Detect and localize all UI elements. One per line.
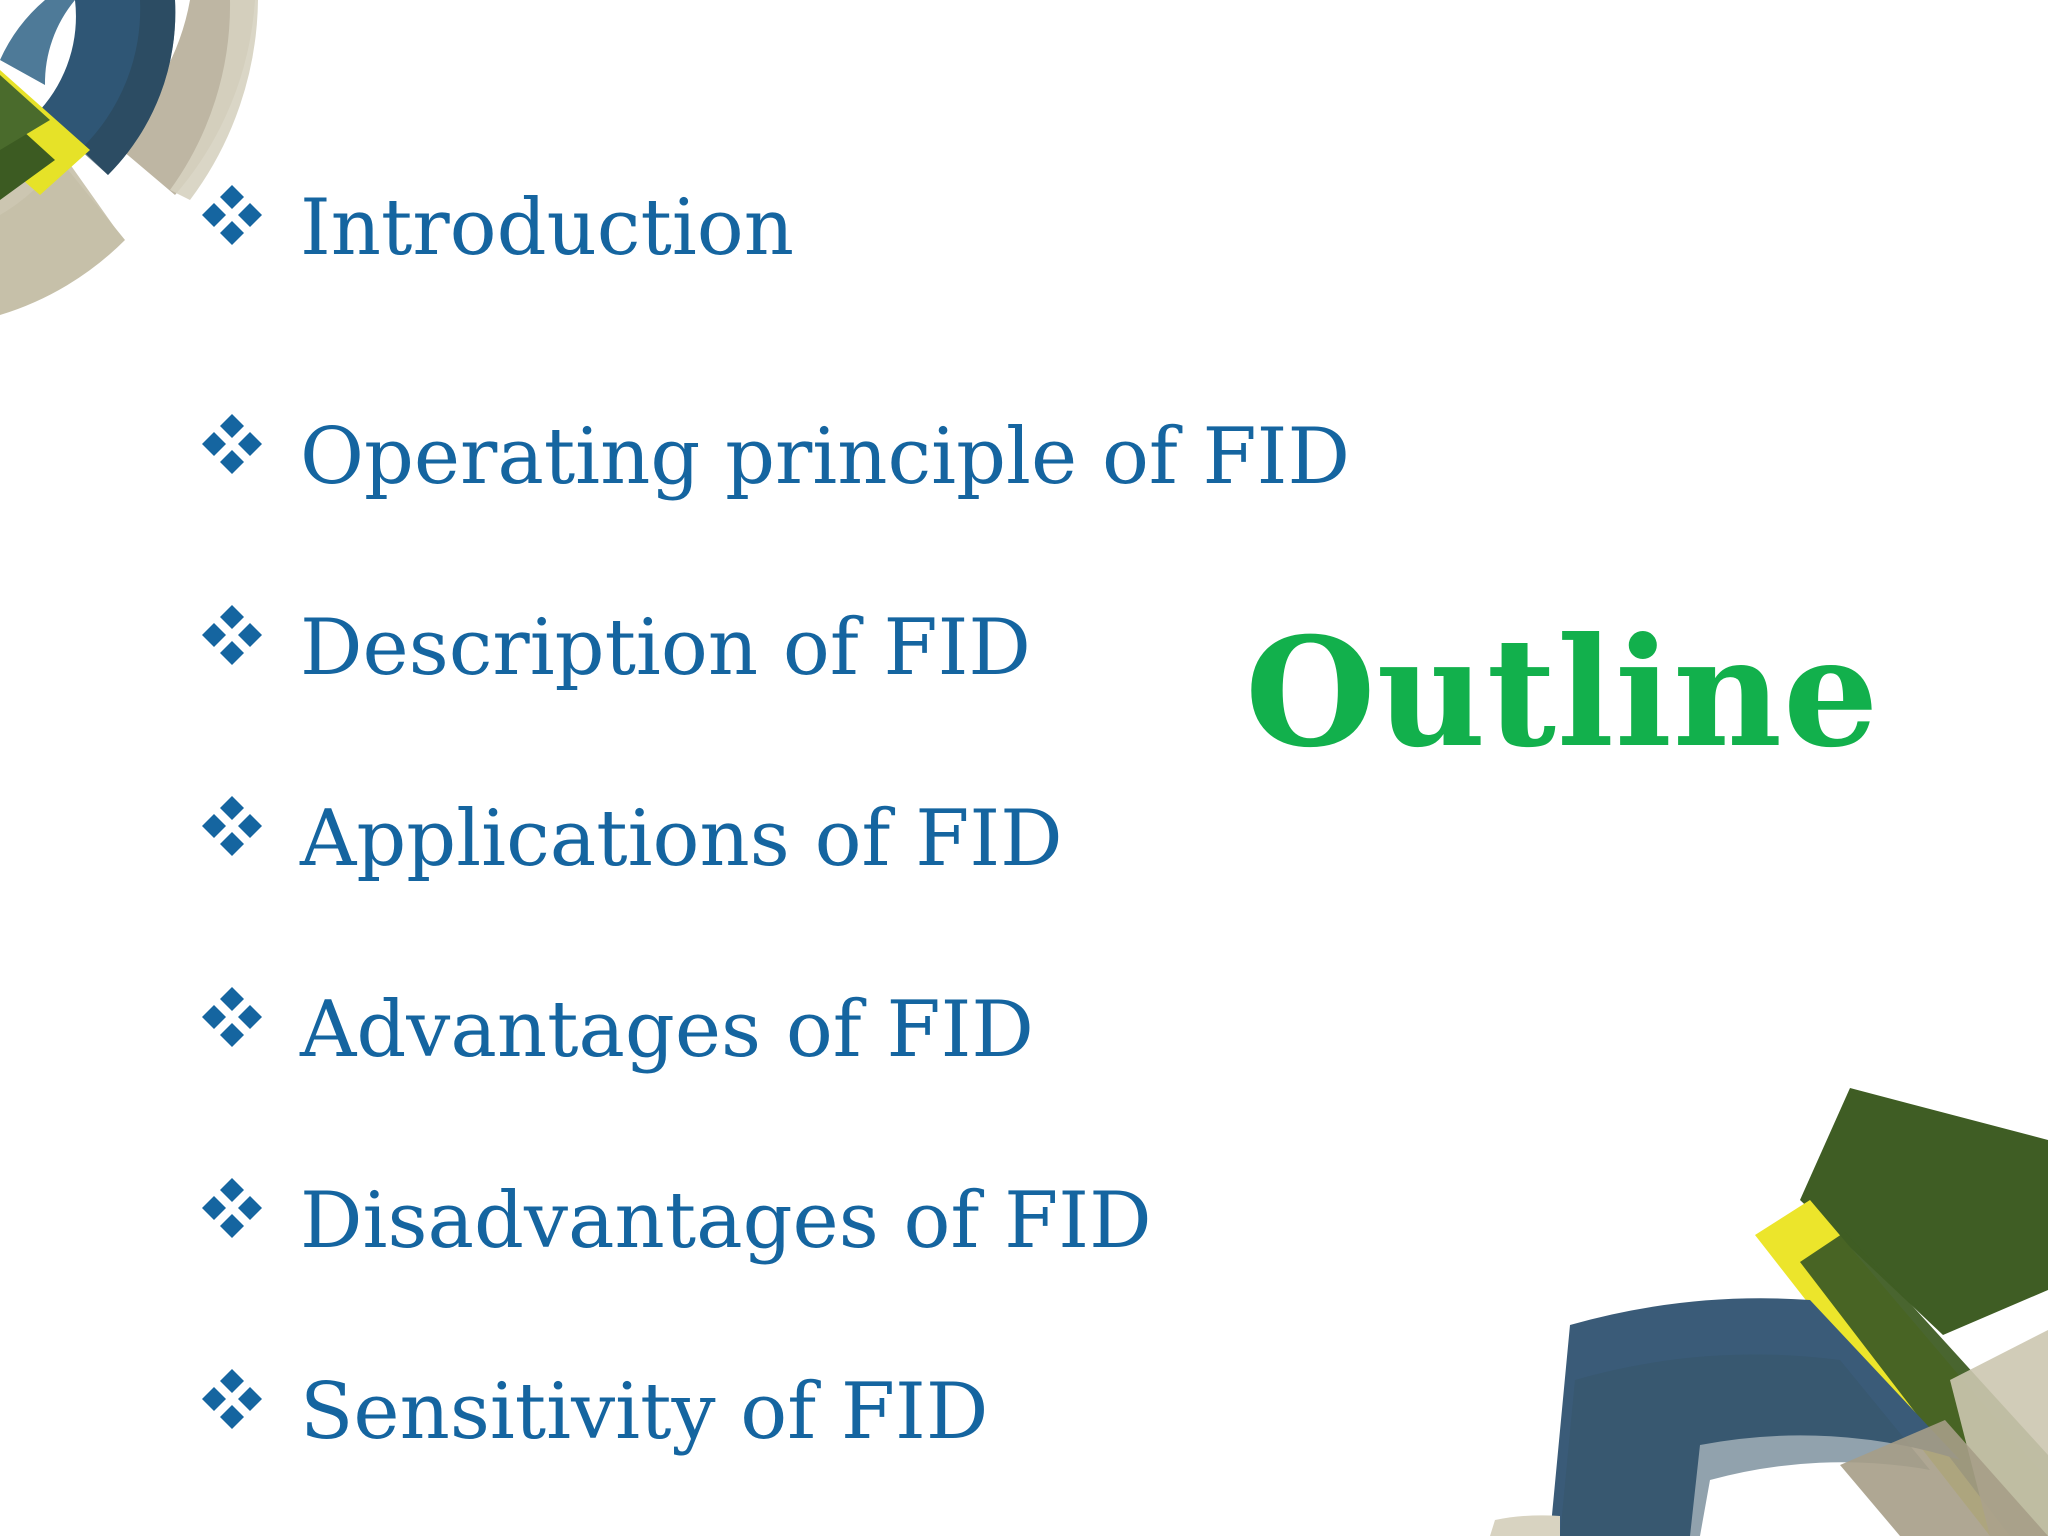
four-diamond-bullet-icon xyxy=(202,1368,262,1429)
list-item: Operating principle of FID xyxy=(200,361,1350,552)
slide-title: Outline xyxy=(1245,605,1880,781)
list-item-label: Operating principle of FID xyxy=(300,411,1351,502)
four-diamond-bullet-icon xyxy=(202,413,262,474)
list-item-label: Advantages of FID xyxy=(300,984,1034,1075)
bottom-right-arcs xyxy=(1490,1088,2048,1536)
four-diamond-bullet-icon xyxy=(202,1177,262,1238)
list-item: Sensitivity of FID xyxy=(200,1316,1350,1507)
list-item: Description of FID xyxy=(200,552,1350,743)
four-diamond-bullet-icon xyxy=(202,604,262,665)
list-item-label: Disadvantages of FID xyxy=(300,1175,1152,1266)
list-item: Introduction xyxy=(200,170,1350,285)
four-diamond-bullet-icon xyxy=(202,986,262,1047)
four-diamond-bullet-icon xyxy=(202,184,262,245)
list-item: Applications of FID xyxy=(200,743,1350,934)
list-item: Advantages of FID xyxy=(200,934,1350,1125)
list-item-label: Applications of FID xyxy=(300,793,1063,884)
four-diamond-bullet-icon xyxy=(202,795,262,856)
list-item: Disadvantages of FID xyxy=(200,1125,1350,1316)
top-left-arcs xyxy=(0,0,258,315)
list-item-label: Sensitivity of FID xyxy=(300,1366,989,1457)
outline-list: Introduction Operating principle of FID xyxy=(200,170,1350,1507)
list-item-label: Description of FID xyxy=(300,602,1031,693)
list-item-label: Introduction xyxy=(300,182,794,273)
